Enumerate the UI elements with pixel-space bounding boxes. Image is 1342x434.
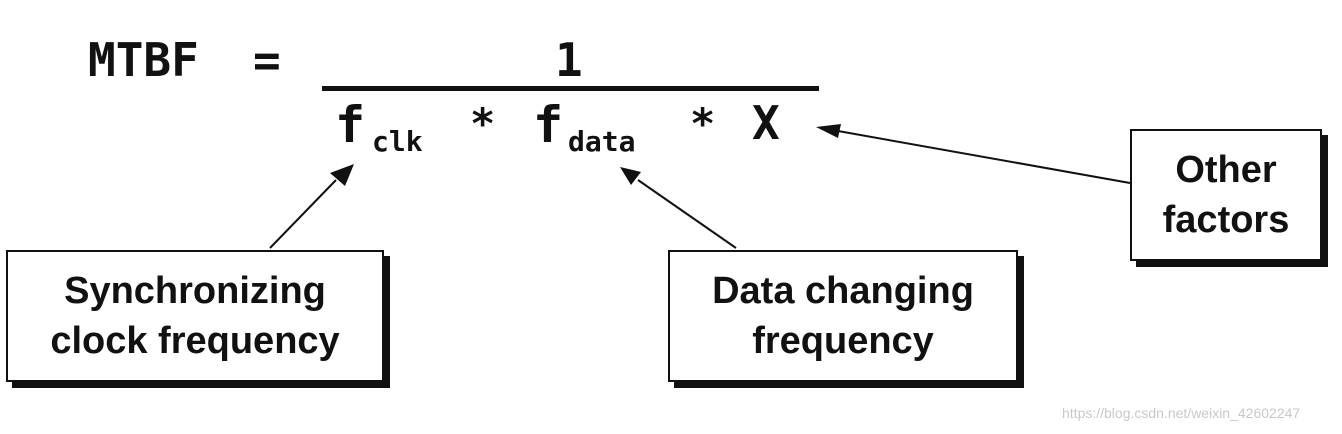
equals-sign: = [253,33,281,87]
multiply-sign-2: * [690,99,716,148]
arrow-data-line [637,179,737,249]
f-clk-symbol: f [335,96,366,154]
clk-subscript: clk [372,125,423,158]
numerator: 1 [555,33,583,87]
sync-line-1: Synchronizing [64,270,326,312]
data-changing-frequency-box: Data changing frequency [668,250,1018,382]
f-data-symbol: f [533,96,564,154]
arrow-data-head [620,167,641,185]
arrow-other-line [837,130,1131,184]
sync-line-2: clock frequency [50,320,340,362]
other-factors-box: Other factors [1130,129,1322,261]
data-line-1: Data changing [712,270,974,312]
arrow-sync-line [269,179,337,249]
fraction-bar [322,86,819,91]
other-line-2: factors [1162,199,1290,241]
multiply-sign-1: * [470,99,496,148]
arrow-sync-head [330,164,354,186]
other-line-1: Other [1175,149,1277,191]
watermark-text: https://blog.csdn.net/weixin_42602247 [1062,405,1301,421]
x-factor: X [752,96,780,150]
arrow-other-head [816,124,841,138]
synchronizing-clock-frequency-box: Synchronizing clock frequency [6,250,384,382]
data-line-2: frequency [752,320,934,362]
mtbf-label: MTBF [88,33,199,87]
data-subscript: data [568,125,636,158]
